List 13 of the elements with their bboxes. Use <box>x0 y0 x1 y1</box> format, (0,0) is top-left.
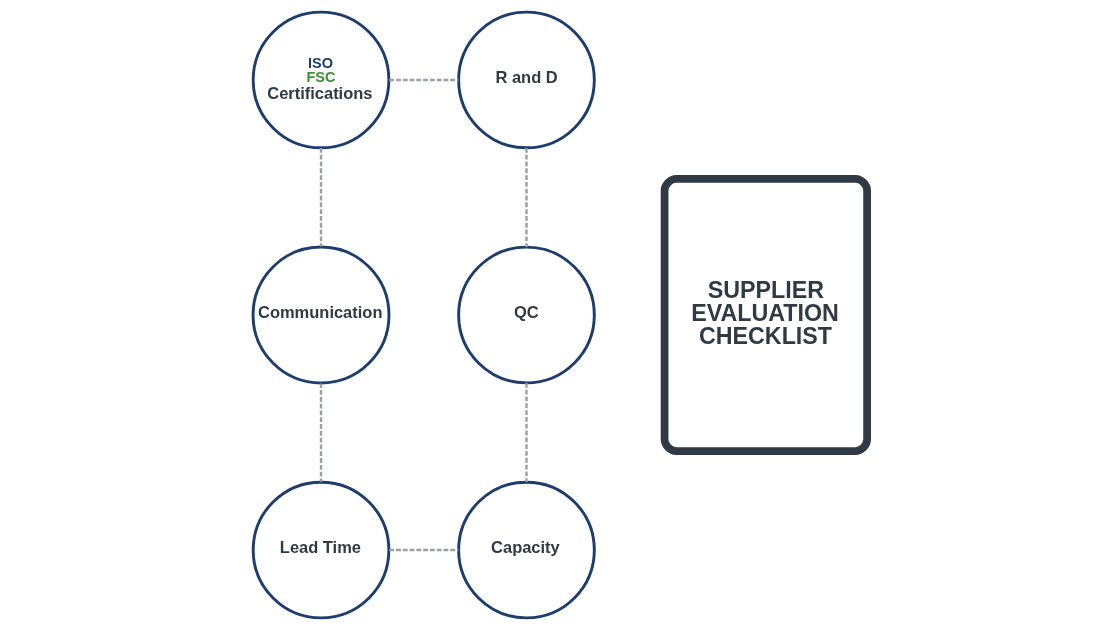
node-circle: Lead Time <box>251 480 390 620</box>
connector <box>319 383 322 482</box>
node-circle: R and D <box>456 10 596 150</box>
connector <box>524 148 528 247</box>
node-circle: QC <box>456 245 596 385</box>
connector <box>388 548 458 552</box>
node-circle: Communication <box>251 245 390 385</box>
connector <box>319 148 322 247</box>
node-circle: Capacity <box>456 480 596 620</box>
node-box: SUPPLIER EVALUATION CHECKLIST <box>660 174 871 456</box>
connector <box>388 78 458 82</box>
connector <box>524 383 528 482</box>
node-circle: ISO FSC Certifications <box>251 10 390 150</box>
